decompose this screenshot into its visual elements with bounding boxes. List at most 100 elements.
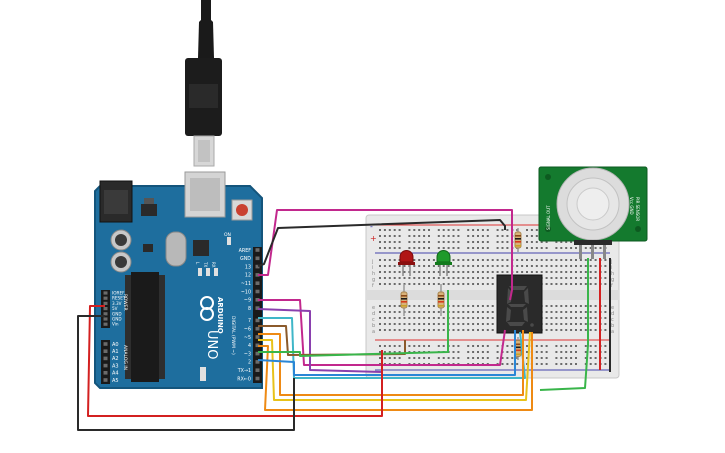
breadboard-hole[interactable]: [418, 229, 421, 231]
breadboard-hole[interactable]: [526, 351, 528, 353]
breadboard-hole[interactable]: [589, 363, 592, 365]
breadboard-hole[interactable]: [398, 283, 401, 285]
breadboard-hole[interactable]: [442, 247, 445, 249]
breadboard-hole[interactable]: [457, 241, 460, 243]
analog-pin-socket[interactable]: [103, 356, 108, 361]
breadboard-hole[interactable]: [491, 259, 494, 261]
breadboard-hole[interactable]: [565, 363, 568, 365]
wire-pin6-red-led[interactable]: [258, 325, 406, 356]
breadboard-hole[interactable]: [413, 317, 416, 319]
wire-gnd-board[interactable]: [77, 315, 295, 431]
breadboard-hole[interactable]: [477, 311, 479, 313]
breadboard-hole[interactable]: [481, 265, 484, 267]
breadboard-hole[interactable]: [481, 345, 484, 347]
breadboard-hole[interactable]: [486, 241, 489, 243]
breadboard-hole[interactable]: [452, 357, 455, 359]
digital-pin-socket[interactable]: [255, 273, 260, 277]
breadboard-hole[interactable]: [604, 329, 607, 331]
breadboard-hole[interactable]: [432, 259, 435, 261]
breadboard-hole[interactable]: [521, 259, 524, 261]
breadboard-hole[interactable]: [467, 305, 470, 307]
breadboard-hole[interactable]: [388, 271, 391, 273]
breadboard-hole[interactable]: [589, 271, 592, 273]
breadboard-hole[interactable]: [511, 345, 514, 347]
breadboard-hole[interactable]: [496, 351, 499, 353]
breadboard-hole[interactable]: [447, 235, 450, 237]
breadboard-hole[interactable]: [565, 357, 568, 359]
breadboard-hole[interactable]: [555, 283, 558, 285]
breadboard-hole[interactable]: [383, 235, 386, 237]
breadboard-hole[interactable]: [413, 329, 416, 331]
breadboard-hole[interactable]: [516, 259, 519, 261]
breadboard-hole[interactable]: [486, 317, 489, 319]
power-pin-socket[interactable]: [103, 322, 108, 326]
breadboard-hole[interactable]: [584, 351, 587, 353]
breadboard-hole[interactable]: [481, 271, 484, 273]
breadboard-hole[interactable]: [393, 357, 396, 359]
breadboard-hole[interactable]: [560, 311, 563, 313]
breadboard-hole[interactable]: [462, 311, 465, 313]
breadboard-hole[interactable]: [383, 351, 386, 353]
breadboard-hole[interactable]: [570, 311, 573, 313]
breadboard-hole[interactable]: [457, 265, 460, 267]
breadboard-hole[interactable]: [526, 345, 528, 347]
breadboard-hole[interactable]: [594, 351, 597, 353]
breadboard-hole[interactable]: [383, 345, 386, 347]
breadboard-hole[interactable]: [403, 323, 406, 325]
breadboard-hole[interactable]: [437, 345, 440, 347]
breadboard-hole[interactable]: [442, 241, 445, 243]
breadboard-hole[interactable]: [452, 271, 455, 273]
breadboard-hole[interactable]: [535, 271, 538, 273]
breadboard-hole[interactable]: [506, 271, 509, 273]
breadboard-hole[interactable]: [467, 283, 470, 285]
breadboard-hole[interactable]: [481, 259, 484, 261]
breadboard-hole[interactable]: [423, 229, 426, 231]
breadboard-hole[interactable]: [393, 241, 396, 243]
breadboard-hole[interactable]: [428, 305, 430, 307]
breadboard-hole[interactable]: [472, 305, 475, 307]
breadboard-hole[interactable]: [383, 357, 386, 359]
breadboard-hole[interactable]: [408, 317, 411, 319]
breadboard-hole[interactable]: [530, 235, 533, 237]
breadboard-hole[interactable]: [506, 235, 509, 237]
breadboard-hole[interactable]: [388, 235, 391, 237]
breadboard-hole[interactable]: [555, 259, 558, 261]
breadboard-hole[interactable]: [388, 247, 391, 249]
breadboard-hole[interactable]: [432, 305, 435, 307]
breadboard-hole[interactable]: [584, 283, 587, 285]
breadboard-hole[interactable]: [540, 247, 543, 249]
breadboard-hole[interactable]: [423, 241, 426, 243]
breadboard-hole[interactable]: [594, 357, 597, 359]
breadboard-hole[interactable]: [501, 235, 504, 237]
power-pin-socket[interactable]: [103, 296, 108, 300]
breadboard-hole[interactable]: [452, 351, 455, 353]
breadboard-hole[interactable]: [501, 363, 504, 365]
breadboard-hole[interactable]: [555, 323, 558, 325]
breadboard-hole[interactable]: [560, 283, 563, 285]
breadboard-hole[interactable]: [570, 345, 573, 347]
breadboard-hole[interactable]: [388, 283, 391, 285]
breadboard-hole[interactable]: [408, 247, 411, 249]
power-pin-socket[interactable]: [103, 291, 108, 295]
breadboard-hole[interactable]: [428, 345, 430, 347]
breadboard-hole[interactable]: [472, 259, 475, 261]
breadboard-hole[interactable]: [530, 259, 533, 261]
breadboard-hole[interactable]: [560, 363, 563, 365]
breadboard-hole[interactable]: [437, 311, 440, 313]
breadboard-hole[interactable]: [432, 271, 435, 273]
breadboard-hole[interactable]: [393, 351, 396, 353]
breadboard-hole[interactable]: [545, 241, 548, 243]
breadboard-hole[interactable]: [447, 357, 450, 359]
breadboard-hole[interactable]: [432, 283, 435, 285]
wire-pin3-display[interactable]: [258, 332, 533, 411]
breadboard-hole[interactable]: [570, 247, 573, 249]
breadboard-hole[interactable]: [472, 323, 475, 325]
breadboard-hole[interactable]: [506, 229, 509, 231]
wire-pin4-display[interactable]: [258, 331, 531, 401]
breadboard-hole[interactable]: [472, 241, 475, 243]
breadboard-hole[interactable]: [442, 265, 445, 267]
breadboard-hole[interactable]: [594, 311, 597, 313]
breadboard-hole[interactable]: [393, 317, 396, 319]
breadboard-hole[interactable]: [555, 271, 558, 273]
breadboard-hole[interactable]: [589, 323, 592, 325]
